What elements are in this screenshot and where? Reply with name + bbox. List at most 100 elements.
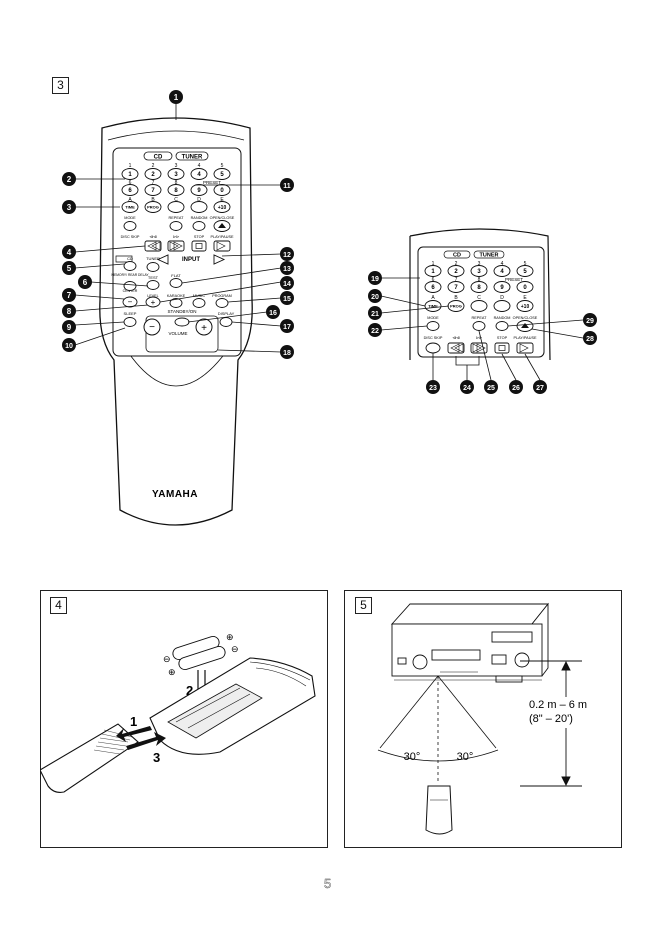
tuner-source-label: TUNER (146, 256, 160, 261)
alpha-button-c[interactable] (167, 201, 185, 213)
num-button-8[interactable] (167, 184, 185, 196)
mode-button[interactable] (123, 221, 137, 231)
num-button-5[interactable] (213, 168, 231, 180)
callout-number: 16 (269, 310, 277, 317)
num-label: 6 (432, 277, 435, 283)
num-label: 6 (129, 180, 132, 186)
button-panel (112, 147, 242, 357)
step-2-label: 2 (186, 683, 193, 698)
cd-pill (143, 151, 173, 161)
program-button[interactable] (215, 298, 229, 308)
volume-minus-button[interactable] (143, 318, 161, 336)
num-button-label: 8 (477, 285, 481, 291)
callout-number: 18 (283, 350, 291, 357)
callout-marker (280, 345, 294, 359)
callout-marker (62, 261, 76, 275)
num-button-2[interactable] (144, 168, 162, 180)
disc-skip-label: DISC SKIP (424, 336, 443, 340)
minus-sign: ⊖ (163, 654, 171, 664)
next-label: ⊳⊳ (476, 336, 482, 340)
plus10-label: +10 (521, 304, 530, 310)
remote-diagram-zoomed: CD TUNER 1 2 3 4 5 1 2 3 4 5 6 7 8 PRESE… (368, 228, 597, 394)
callout-number: 28 (586, 336, 594, 343)
num-button-label: 3 (477, 269, 481, 275)
num-label: 4 (501, 261, 504, 267)
input-right-button[interactable] (213, 254, 226, 265)
arrow-step-3 (126, 732, 166, 750)
stop-icon (195, 243, 203, 249)
num-button-1[interactable] (121, 168, 139, 180)
cd-source-button[interactable] (123, 261, 137, 271)
alpha-button-d[interactable] (190, 201, 208, 213)
num-button-0[interactable] (213, 184, 231, 196)
sleep-button[interactable] (123, 317, 137, 327)
prev-label: ⧏⧏ (452, 336, 460, 340)
tuner-label: TUNER (182, 155, 203, 161)
random-button[interactable] (192, 221, 206, 231)
play-pause-button[interactable] (213, 240, 231, 252)
karaoke-button[interactable] (169, 298, 183, 308)
brand-logo: YAMAHA (152, 489, 198, 500)
num-button-label: 0 (220, 188, 224, 194)
num-button-label: 7 (454, 285, 458, 291)
alpha-label: B (151, 197, 155, 203)
prog-label: PROG (450, 304, 462, 309)
num-label: 4 (198, 163, 201, 169)
callout-number: 1 (174, 93, 179, 102)
callout-number: 22 (371, 328, 379, 335)
volume-plus-button[interactable] (195, 318, 213, 336)
repeat-button[interactable] (169, 221, 183, 231)
callout-number: 4 (67, 248, 72, 257)
alpha-label: A (128, 197, 132, 203)
callout-marker (280, 247, 294, 261)
next-button[interactable] (167, 240, 185, 252)
plus10-button[interactable] (213, 201, 231, 213)
level-minus-button[interactable] (122, 296, 138, 308)
callout-number: 3 (67, 203, 72, 212)
prog-button[interactable] (144, 201, 162, 213)
callout-marker (62, 338, 76, 352)
display-button[interactable] (219, 317, 233, 327)
volume-plus-icon: + (201, 323, 207, 334)
prev-icon (147, 241, 161, 251)
center-label: CENTER (123, 289, 138, 293)
input-left-button[interactable] (156, 254, 169, 265)
callout-number: 7 (67, 291, 72, 300)
cd-label: CD (453, 253, 461, 259)
battery-compartment (167, 683, 263, 739)
mode-label: MODE (427, 316, 439, 320)
test-button[interactable] (146, 280, 160, 290)
num-button-3[interactable] (167, 168, 185, 180)
callout-number: 11 (283, 183, 291, 190)
distance-imperial-label: (8" – 20') (529, 713, 573, 725)
music-label: MUSIC (193, 294, 205, 298)
callout-number: 27 (536, 385, 544, 392)
callout-number: 14 (283, 281, 291, 288)
alpha-label: C (174, 197, 178, 203)
range-cone (377, 675, 499, 782)
prog-label: PROG (147, 205, 159, 210)
alpha-label: E (523, 295, 527, 301)
callout-number: 19 (371, 276, 379, 283)
num-button-6[interactable] (121, 184, 139, 196)
num-button-7[interactable] (144, 184, 162, 196)
standby-button[interactable] (174, 317, 190, 327)
stop-button[interactable] (191, 240, 207, 252)
callout-number: 8 (67, 307, 72, 316)
num-button-9[interactable] (190, 184, 208, 196)
mode-label: MODE (124, 216, 136, 220)
flat-button[interactable] (169, 278, 183, 288)
next-label: ⊳⊳ (173, 235, 179, 239)
alpha-label: C (477, 295, 481, 301)
callout-number: 26 (512, 385, 520, 392)
eject-icon (218, 223, 226, 228)
prev-label: ⧏⧏ (149, 235, 157, 239)
time-button[interactable] (121, 201, 139, 213)
tuner-source-button[interactable] (146, 262, 160, 272)
arrow-step-1 (116, 726, 152, 742)
standby-label: STANDBY/ON (168, 309, 197, 314)
music-button[interactable] (192, 298, 206, 308)
distance-dimension (520, 660, 582, 787)
num-button-4[interactable] (190, 168, 208, 180)
memory-button[interactable] (123, 281, 137, 291)
